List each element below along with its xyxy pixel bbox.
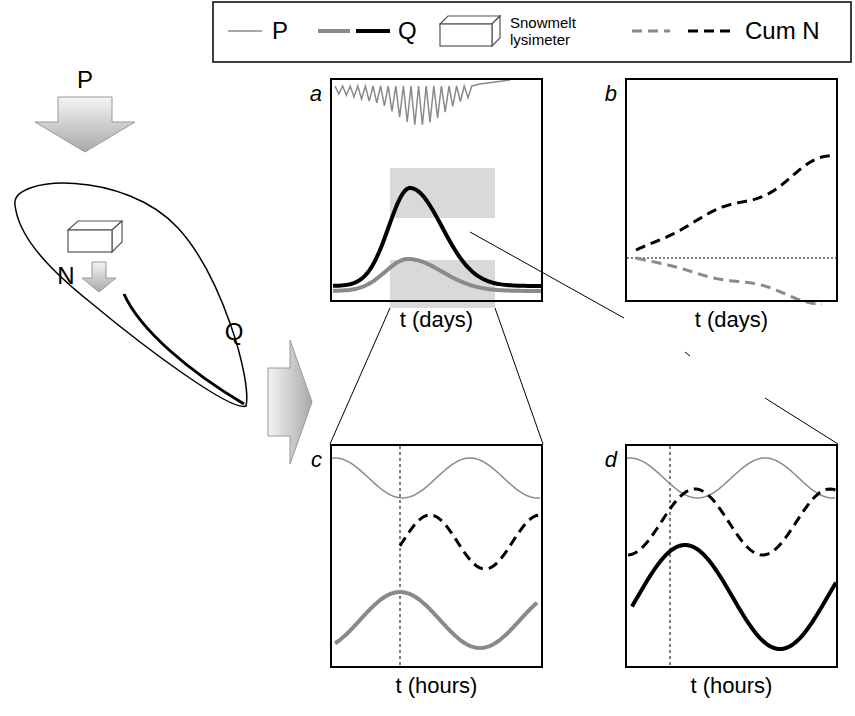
legend-label: P (272, 18, 288, 44)
axis-label: t (days) (695, 308, 768, 332)
discharge-arrow (268, 340, 312, 464)
catchment-outline (15, 183, 247, 406)
stream-line (124, 294, 244, 404)
chart-panel: at (days) (330, 78, 543, 302)
legend-label: Cum N (745, 18, 820, 44)
chart-panel: ct (hours) (330, 444, 543, 668)
legend-cumn-sample-black (688, 30, 730, 33)
time-marker (670, 446, 671, 666)
lysimeter-icon (68, 221, 122, 252)
panel-letter: b (605, 82, 617, 106)
legend-q-sample-black (356, 29, 390, 33)
nitrogen-arrow (82, 262, 116, 292)
precipitation-label: P (77, 67, 93, 93)
legend-cumn-sample-grey (632, 30, 670, 33)
panel-letter: d (605, 448, 617, 472)
panel-letter: a (310, 82, 322, 106)
axis-label: t (hours) (396, 674, 478, 698)
precipitation-series (335, 80, 510, 125)
legend-q-sample-grey (318, 29, 350, 33)
zoom-lines (330, 232, 838, 444)
chart-panel: dt (hours) (625, 444, 838, 668)
legend-label: Snowmelt lysimeter (510, 14, 605, 49)
cumulative-n-diel (400, 515, 540, 569)
cumulative-n-diel (628, 489, 836, 555)
zero-line (627, 258, 836, 259)
zoom-region-q (390, 168, 495, 218)
time-marker (400, 446, 401, 666)
cumulative-n-lysimeter (636, 258, 822, 304)
chart-panel: bt (days) (625, 78, 838, 302)
lysimeter-outflow-diel (335, 592, 537, 648)
legend-p-sample (228, 30, 262, 32)
precipitation-arrow (35, 97, 135, 152)
discharge-diel (632, 545, 836, 649)
panel-letter: c (311, 448, 322, 472)
discharge-curve (333, 188, 541, 286)
cumulative-n-stream (636, 156, 830, 250)
precipitation-diel (627, 458, 835, 498)
legend-lysimeter-sample (440, 16, 500, 46)
legend-frame (213, 2, 851, 62)
axis-label: t (hours) (691, 674, 773, 698)
nitrogen-label: N (57, 263, 74, 289)
discharge-label: Q (225, 319, 244, 345)
legend-label: Q (398, 18, 417, 44)
precipitation-diel (332, 458, 540, 498)
axis-label: t (days) (400, 308, 473, 332)
